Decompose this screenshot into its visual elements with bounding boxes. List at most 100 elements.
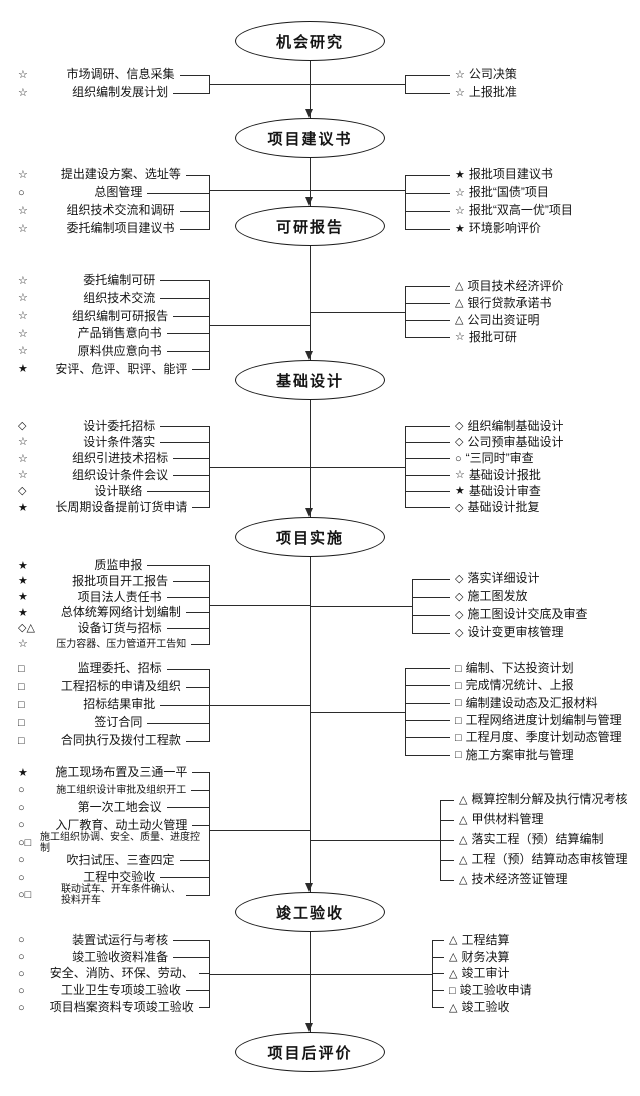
task-item: ○吹扫试压、三查四定: [14, 852, 210, 870]
task-label: 工程（预）结算动态审核管理: [471, 852, 628, 867]
leader-line: [185, 894, 210, 896]
connector-stem: [210, 467, 310, 468]
task-label: 概算控制分解及执行情况考核: [471, 792, 628, 807]
task-label: 财务决算: [461, 949, 510, 964]
task-item: ★施工现场布置及三通一平: [14, 764, 210, 782]
task-symbol-icon: ◇: [455, 590, 464, 603]
task-group-stage5-left-3: ★施工现场布置及三通一平○施工组织设计审批及组织开工○第一次工地会议○入厂教育、…: [14, 764, 210, 906]
task-label: 报批项目建议书: [468, 167, 553, 182]
leader-line: [173, 315, 210, 317]
task-item: ◇组织编制基础设计: [405, 418, 630, 434]
task-group-stage1-right: ☆公司决策☆上报批准: [405, 66, 630, 102]
bracket-line: [405, 426, 406, 508]
task-symbol-icon: ○□: [18, 889, 32, 902]
task-item: ☆原料供应意向书: [14, 343, 210, 361]
task-symbol-icon: ☆: [18, 222, 28, 235]
task-label: 竣工验收申请: [459, 983, 532, 998]
task-label: 提出建设方案、选址等: [60, 167, 181, 182]
task-item: ☆组织设计条件会议: [14, 467, 210, 483]
leader-line: [405, 668, 450, 670]
task-symbol-icon: ★: [455, 485, 465, 498]
leader-line: [166, 807, 210, 809]
leader-line: [440, 799, 454, 801]
task-item: △项目技术经济评价: [405, 278, 630, 295]
task-symbol-icon: ★: [18, 606, 28, 619]
task-item: ★ 总体统筹网络计划编制: [14, 605, 210, 621]
task-item: ☆组织技术交流: [14, 290, 210, 308]
task-item: ◇△设备订货与招标: [14, 621, 210, 637]
task-symbol-icon: □: [18, 662, 25, 675]
task-label: 报批“双高一优”项目: [468, 203, 573, 218]
task-label: 长周期设备提前订货申请: [55, 500, 188, 515]
task-item: ◇设计委托招标: [14, 418, 210, 434]
bracket-line: [440, 800, 441, 880]
task-label: 吹扫试压、三查四定: [66, 852, 175, 867]
task-item: △甲供材料管理: [440, 810, 638, 830]
task-symbol-icon: ★: [18, 363, 28, 376]
task-symbol-icon: ☆: [455, 68, 465, 81]
leader-line: [173, 474, 210, 476]
task-item: ☆产品销售意向书: [14, 325, 210, 343]
task-item: ★报批项目建议书: [405, 166, 630, 184]
task-symbol-icon: ○: [18, 871, 25, 884]
task-item: ★质监申报: [14, 558, 210, 574]
task-symbol-icon: □: [455, 697, 462, 710]
task-label: 第一次工地会议: [77, 800, 162, 815]
task-label: 总体统筹网络计划编制: [60, 605, 181, 620]
task-symbol-icon: ★: [455, 222, 465, 235]
leader-line: [173, 458, 210, 460]
task-group-stage5-right-2: □编制、下达投资计划□完成情况统计、上报□编制建设动态及汇报材料□工程网络进度计…: [405, 660, 635, 764]
task-label: 招标结果审批: [83, 697, 156, 712]
leader-line: [405, 337, 450, 338]
leader-line: [166, 628, 210, 630]
leader-line: [160, 441, 210, 443]
connector-stem: [210, 705, 310, 706]
task-symbol-icon: ☆: [455, 331, 465, 344]
leader-line: [405, 720, 450, 722]
leader-line: [173, 92, 210, 94]
task-symbol-icon: □: [18, 734, 25, 747]
task-symbol-icon: ○: [18, 186, 25, 199]
task-symbol-icon: □: [18, 698, 25, 711]
node-opportunity-research: 机会研究: [235, 21, 385, 61]
task-label: 落实详细设计: [467, 571, 540, 586]
task-label: 竣工审计: [461, 966, 510, 981]
task-symbol-icon: ◇: [455, 436, 464, 449]
leader-line: [173, 956, 210, 958]
connector-stem: [310, 712, 405, 713]
task-label: 设计条件落实: [83, 434, 156, 449]
leader-line: [405, 702, 450, 704]
task-symbol-icon: ○: [18, 934, 25, 947]
task-symbol-icon: ◇△: [18, 622, 35, 635]
task-symbol-icon: ◇: [455, 572, 464, 585]
leader-line: [432, 990, 444, 992]
task-symbol-icon: △: [449, 967, 458, 980]
task-item: □编制建设动态及汇报材料: [405, 695, 635, 712]
task-item: ○□施工组织协调、安全、质量、进度控制: [14, 832, 210, 854]
task-item: △银行贷款承诺书: [405, 295, 630, 312]
task-item: □ 招标结果审批: [14, 696, 210, 714]
task-label: 基础设计报批: [468, 467, 541, 482]
bracket-line: [209, 280, 210, 370]
leader-line: [147, 490, 210, 492]
leader-line: [440, 879, 454, 881]
leader-line: [179, 210, 210, 212]
bracket-line: [209, 426, 210, 508]
task-item: ☆公司决策: [405, 66, 630, 84]
task-item: ☆组织技术交流和调研: [14, 202, 210, 220]
task-group-stage1-left: ☆市场调研、信息采集☆组织编制发展计划: [14, 66, 210, 102]
task-label: 合同执行及拨付工程款: [60, 733, 181, 748]
task-label: 施工组织设计审批及组织开工: [56, 784, 187, 796]
task-item: ☆报批可研: [405, 329, 630, 346]
task-item: ☆压力容器、压力管道开工告知: [14, 636, 210, 652]
leader-line: [147, 565, 210, 567]
task-item: ○入厂教育、动土动火管理: [14, 817, 210, 835]
task-symbol-icon: ☆: [18, 68, 28, 81]
leader-line: [405, 192, 450, 194]
task-group-stage5-left-2: □监理委托、招标□工程招标的申请及组织□招标结果审批□签订合同□合同执行及拨付工…: [14, 660, 210, 750]
task-label: 报批可研: [468, 329, 517, 344]
leader-line: [185, 686, 210, 688]
task-symbol-icon: ◇: [18, 485, 27, 498]
task-item: ○“三同时”审查: [405, 451, 630, 467]
task-label: 组织编制可研报告: [72, 308, 169, 323]
